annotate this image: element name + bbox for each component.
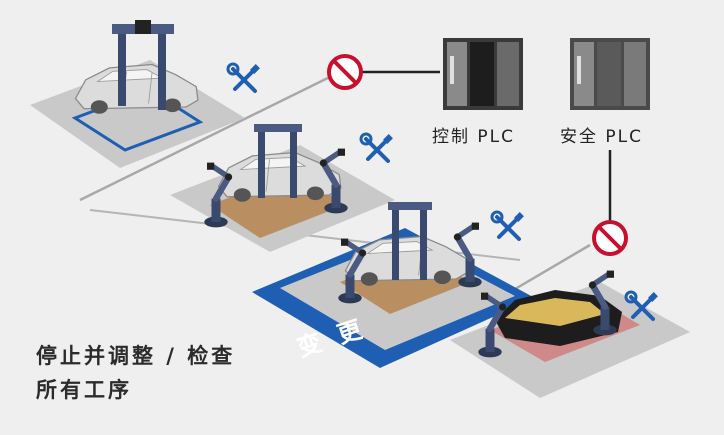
station-2 <box>170 124 395 252</box>
control-plc-cabinet <box>443 38 523 110</box>
wrench-screwdriver-icon <box>490 210 526 241</box>
safety-plc-cabinet <box>570 38 650 110</box>
caption-line-1: 停止并调整 / 检查 <box>36 344 236 368</box>
control-plc-label: 控制 PLC <box>432 127 515 147</box>
prohibited-icon <box>327 54 363 90</box>
caption-line-2: 所有工序 <box>36 378 132 402</box>
wrench-screwdriver-icon <box>359 132 395 163</box>
wrench-screwdriver-icon <box>226 62 262 93</box>
station-3-changed <box>252 202 535 368</box>
safety-plc-label: 安全 PLC <box>560 127 643 147</box>
prohibited-icon <box>592 220 628 256</box>
station-4 <box>450 271 690 398</box>
station-1 <box>30 20 245 168</box>
